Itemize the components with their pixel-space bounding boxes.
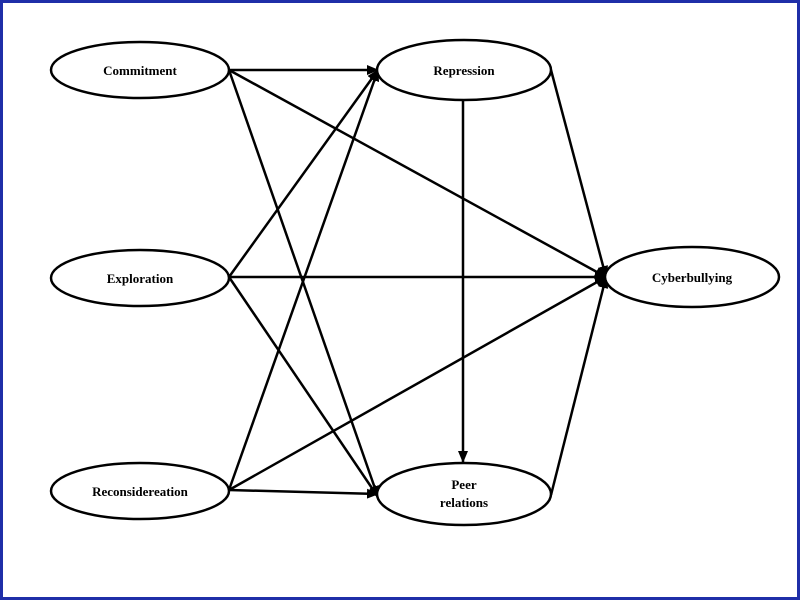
- node-peer-relations-label-line2: relations: [440, 495, 488, 510]
- edge-exploration-peer-relations: [227, 276, 380, 498]
- node-peer-relations-label-line1: Peer: [451, 477, 476, 492]
- edge-reconsideration-repression: [227, 69, 380, 491]
- edge-reconsideration-cyberbullying: [228, 275, 607, 492]
- node-cyberbullying-label: Cyberbullying: [652, 270, 733, 285]
- node-commitment: Commitment: [49, 40, 231, 100]
- edge-exploration-repression: [227, 69, 380, 278]
- node-repression: Repression: [375, 38, 553, 102]
- edge-repression-cyberbullying: [549, 69, 609, 278]
- node-exploration: Exploration: [49, 248, 231, 308]
- node-repression-label: Repression: [433, 63, 495, 78]
- node-exploration-label: Exploration: [107, 271, 174, 286]
- node-cyberbullying: Cyberbullying: [603, 245, 781, 309]
- edge-commitment-cyberbullying: [228, 68, 607, 279]
- node-peer-relations: Peer relations: [375, 461, 553, 527]
- node-commitment-label: Commitment: [103, 63, 177, 78]
- node-reconsideration: Reconsidereation: [49, 461, 231, 521]
- edges: [227, 65, 609, 499]
- node-reconsideration-label: Reconsidereation: [92, 484, 189, 499]
- edge-reconsideration-peer-relations: [228, 488, 379, 499]
- edge-peer-relations-cyberbullying: [549, 276, 609, 496]
